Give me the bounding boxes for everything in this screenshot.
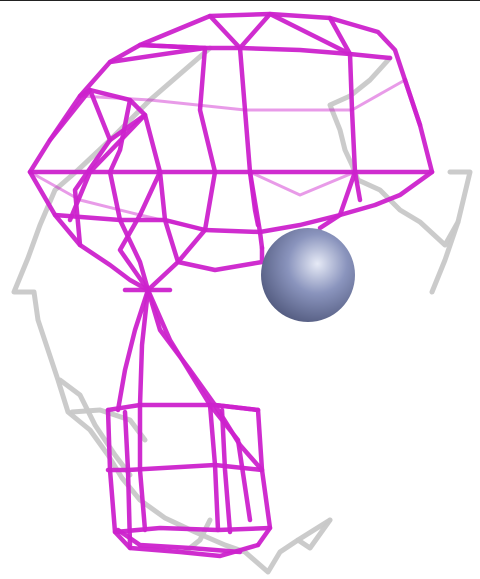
mesh-edge [108,465,262,470]
mesh-edge [250,172,262,248]
mesh-edge [160,172,178,262]
mesh-edge [258,410,270,545]
mesh-edge [210,405,218,530]
density-mesh [30,14,432,556]
mesh-edge [178,248,262,270]
mesh-edge [200,48,215,172]
backbone-segment [298,520,330,548]
mesh-back-edge [250,172,355,195]
mesh-edge [108,405,258,410]
mesh-edge [405,80,420,125]
backbone-segment [432,222,458,292]
mesh-edge [125,412,130,545]
ion-sphere[interactable] [261,228,355,322]
mesh-edge [148,290,210,405]
backbone-trace [14,48,470,572]
